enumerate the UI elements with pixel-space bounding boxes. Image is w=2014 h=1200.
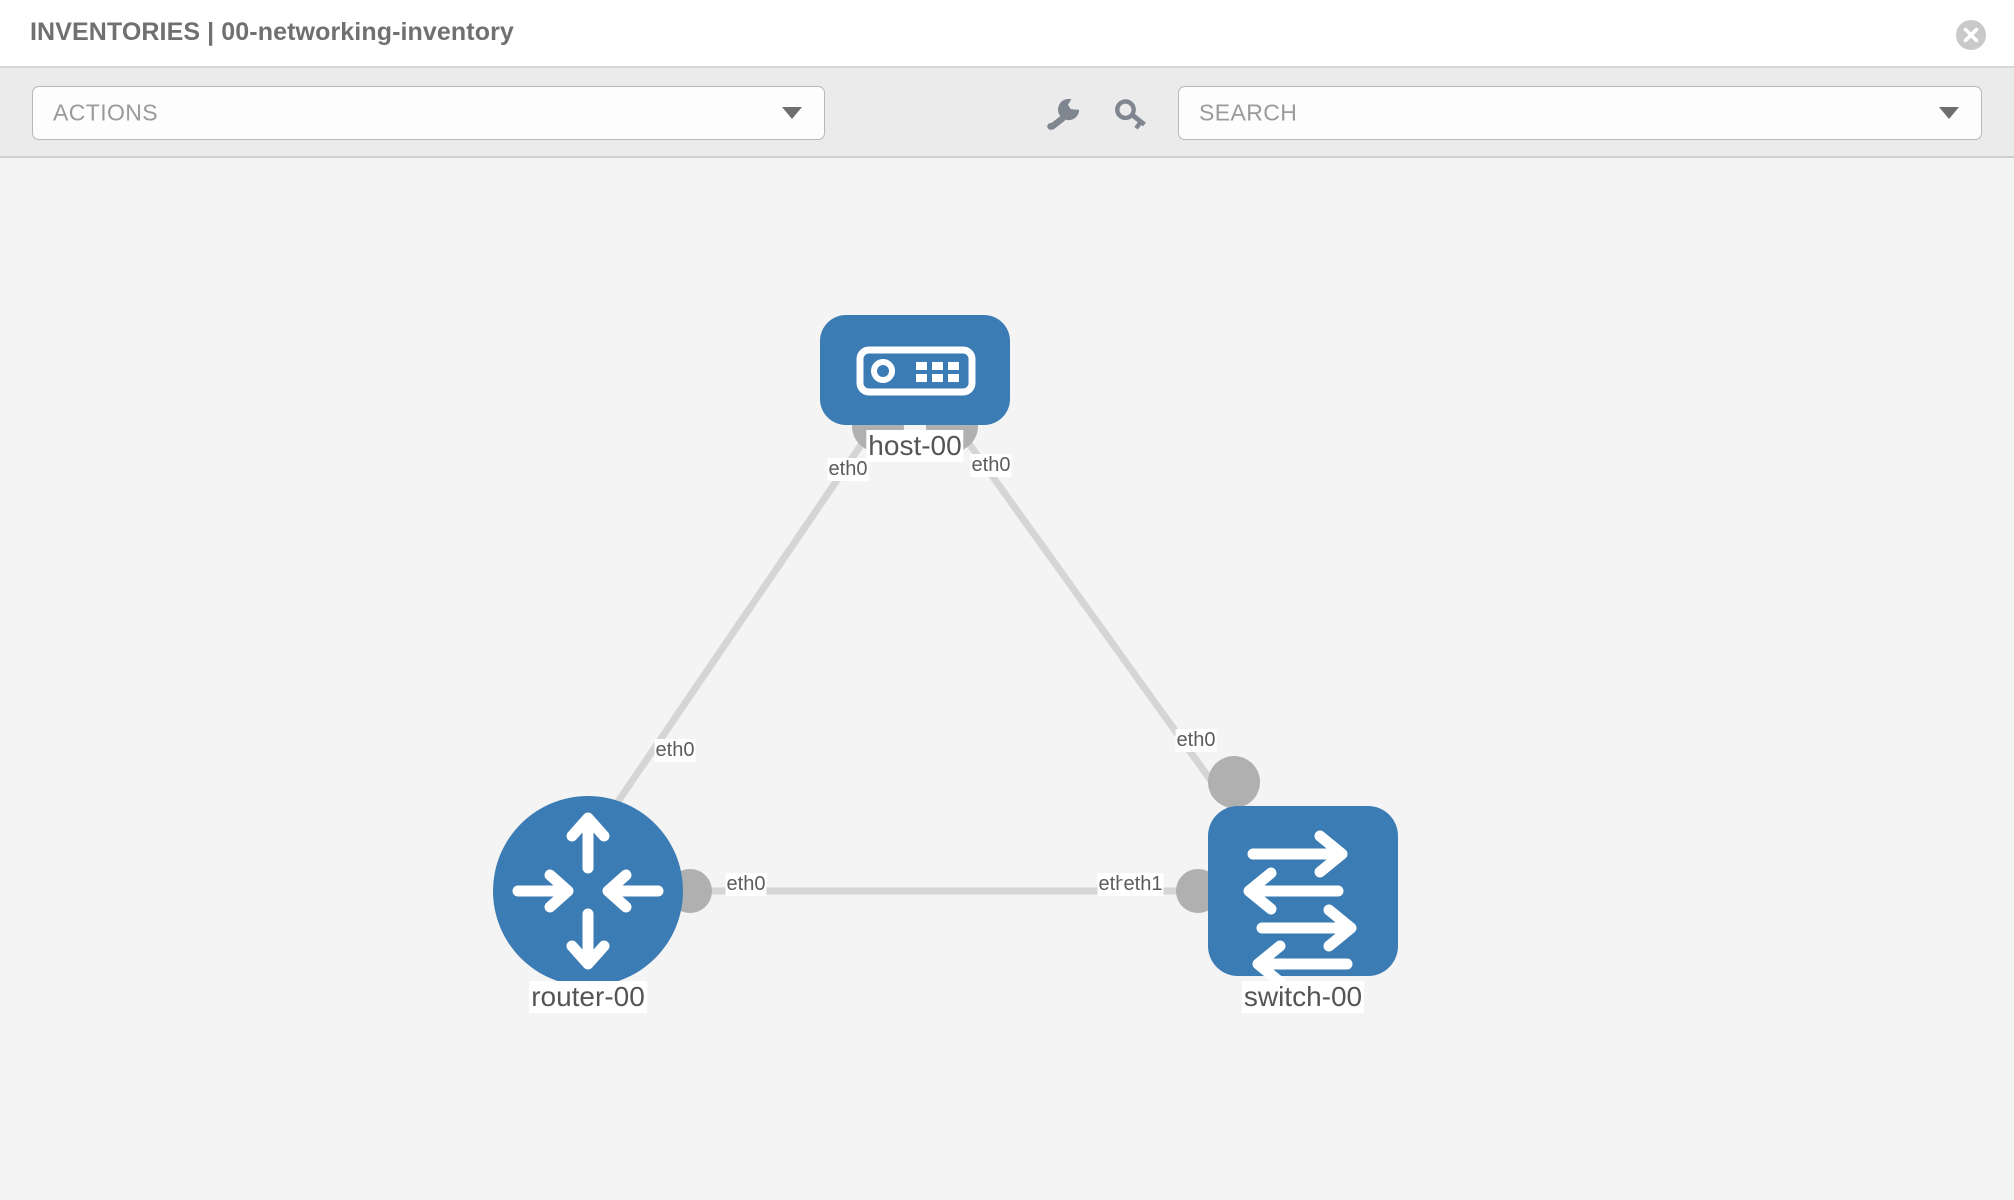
search-input[interactable]: SEARCH (1178, 86, 1982, 140)
link-host00-router00 (597, 418, 881, 830)
topology-graph (493, 315, 1398, 988)
switch-arrows-icon (1243, 830, 1357, 988)
key-icon[interactable] (1113, 98, 1151, 132)
link-label-switch00-eth1-west: eth1 (1122, 873, 1164, 896)
node-label-switch-00: switch-00 (1241, 981, 1365, 1013)
node-label-router-00: router-00 (529, 981, 647, 1013)
toolbar: ACTIONS SEARCH (0, 68, 2014, 158)
router-arrows-icon (512, 812, 664, 970)
link-label-host00-eth0-right: eth0 (970, 454, 1012, 477)
chevron-down-icon (782, 107, 802, 119)
link-label-router00-eth0: eth0 (654, 739, 696, 762)
search-placeholder: SEARCH (1199, 99, 1298, 126)
page-header: INVENTORIES | 00-networking-inventory (0, 0, 2014, 68)
wrench-icon[interactable] (1045, 98, 1083, 132)
actions-dropdown-label: ACTIONS (53, 99, 159, 126)
node-router-00 (493, 796, 683, 986)
link-host00-switch00 (949, 417, 1248, 831)
actions-dropdown[interactable]: ACTIONS (32, 86, 825, 140)
server-device-icon (856, 346, 976, 396)
node-label-host-00: host-00 (866, 430, 964, 462)
graph-links (597, 417, 1250, 895)
page-title: INVENTORIES | 00-networking-inventory (30, 18, 514, 46)
link-label-switch00-eth0-upper: eth0 (1175, 729, 1217, 752)
topology-canvas[interactable]: host-00 router-00 switch-00 eth0 eth0 et… (0, 158, 2014, 1200)
graph-connectors (668, 400, 1260, 913)
link-label-router00-eth0-east: eth0 (725, 873, 767, 896)
node-host-00 (820, 315, 1010, 425)
node-switch-00 (1208, 806, 1398, 988)
connector-switch00-nw (1208, 756, 1260, 808)
link-label-host00-eth0-left: eth0 (827, 458, 869, 481)
close-icon[interactable] (1956, 20, 1986, 50)
chevron-down-icon (1939, 107, 1959, 119)
